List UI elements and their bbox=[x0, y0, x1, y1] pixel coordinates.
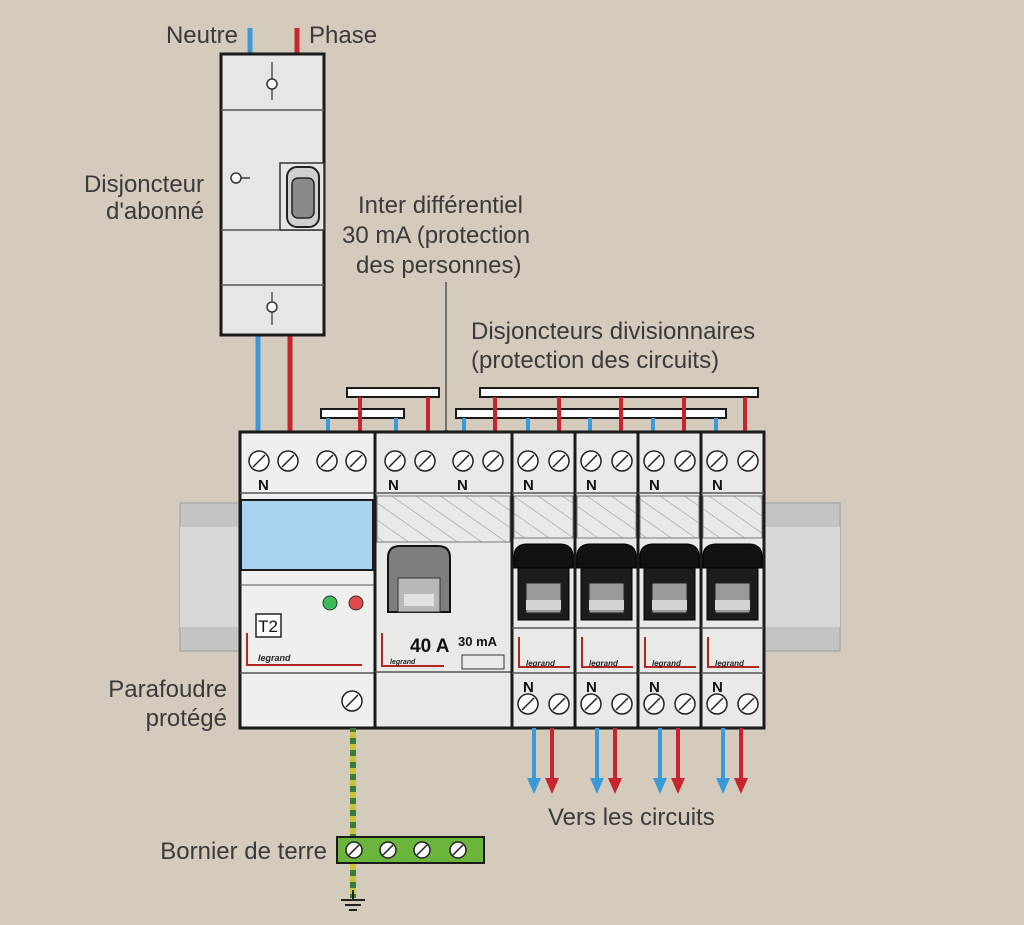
label-divisionnaires-2: (protection des circuits) bbox=[471, 347, 719, 374]
label-phase: Phase bbox=[309, 22, 377, 49]
neutral-mark: N bbox=[586, 679, 597, 696]
inter-rating: 40 A bbox=[410, 636, 450, 657]
screw-terminal-icon bbox=[674, 450, 696, 472]
breaker-handle-icon bbox=[576, 543, 637, 569]
screw-terminal-icon bbox=[643, 450, 665, 472]
neutral-mark: N bbox=[388, 477, 399, 494]
inter-sensitivity: 30 mA bbox=[458, 634, 498, 649]
screw-terminal-icon bbox=[611, 693, 633, 715]
brand-label: legrand bbox=[589, 659, 619, 668]
screw-terminal-icon bbox=[517, 693, 539, 715]
neutral-mark: N bbox=[523, 679, 534, 696]
neutral-mark: N bbox=[523, 477, 534, 494]
brand-label: legrand bbox=[652, 659, 682, 668]
label-vers-circuits: Vers les circuits bbox=[548, 804, 715, 831]
bornier-de-terre bbox=[336, 836, 485, 864]
label-inter-3: des personnes) bbox=[356, 252, 521, 279]
earth-wire bbox=[341, 728, 365, 911]
led-green-icon bbox=[322, 595, 338, 611]
label-divisionnaires-1: Disjoncteurs divisionnaires bbox=[471, 318, 755, 345]
screw-terminal-icon bbox=[517, 450, 539, 472]
screw-terminal-icon bbox=[548, 450, 570, 472]
terminal-bottom-icon bbox=[266, 301, 278, 313]
screw-terminal-icon bbox=[580, 693, 602, 715]
label-parafoudre-2: protégé bbox=[146, 705, 227, 732]
label-bornier: Bornier de terre bbox=[160, 838, 327, 865]
test-button bbox=[461, 654, 505, 670]
busbars bbox=[320, 387, 759, 432]
ground-icon bbox=[341, 899, 365, 911]
screw-terminal-bottom bbox=[341, 690, 363, 712]
screw-terminal-icon bbox=[737, 450, 759, 472]
brand-label: legrand bbox=[526, 659, 556, 668]
parafoudre-class: T2 bbox=[258, 617, 278, 636]
disjoncteur-abonne bbox=[219, 52, 326, 337]
screw-terminal-icon bbox=[706, 450, 728, 472]
neutral-mark: N bbox=[586, 477, 597, 494]
neutral-mark: N bbox=[457, 477, 468, 494]
screw-terminal-icon bbox=[643, 693, 665, 715]
neutral-mark: N bbox=[258, 477, 269, 494]
label-disjoncteur-1: Disjoncteur bbox=[84, 171, 204, 198]
neutral-mark: N bbox=[649, 679, 660, 696]
screw-terminal-icon bbox=[706, 693, 728, 715]
screw-terminals-top bbox=[248, 450, 504, 472]
supply-wires bbox=[247, 28, 300, 432]
brand-label: legrand bbox=[715, 659, 745, 668]
screw-terminal-icon bbox=[548, 693, 570, 715]
screw-terminal-icon bbox=[674, 693, 696, 715]
label-inter-2: 30 mA (protection bbox=[342, 222, 530, 249]
label-neutre: Neutre bbox=[166, 22, 238, 49]
breaker-handle-icon bbox=[702, 543, 763, 569]
led-red-icon bbox=[348, 595, 364, 611]
neutral-mark: N bbox=[712, 477, 723, 494]
brand-label: legrand bbox=[390, 659, 416, 666]
neutral-mark: N bbox=[649, 477, 660, 494]
inter-differentiel-module: 40 A 30 mA legrand N N bbox=[373, 430, 514, 730]
label-inter-1: Inter différentiel bbox=[358, 192, 523, 219]
screw-terminal-icon bbox=[580, 450, 602, 472]
parafoudre-module: T2 legrand N bbox=[238, 430, 377, 730]
label-parafoudre-1: Parafoudre bbox=[108, 676, 227, 703]
breaker-handle-icon bbox=[513, 543, 574, 569]
label-disjoncteur-2: d'abonné bbox=[106, 198, 204, 225]
neutral-mark: N bbox=[712, 679, 723, 696]
output-wires bbox=[527, 728, 748, 794]
terminal-top-icon bbox=[266, 78, 278, 90]
parafoudre-window bbox=[240, 499, 374, 571]
screw-terminal-icon bbox=[737, 693, 759, 715]
breaker-handle-icon bbox=[639, 543, 700, 569]
brand-label: legrand bbox=[258, 653, 291, 663]
screw-terminal-icon bbox=[611, 450, 633, 472]
